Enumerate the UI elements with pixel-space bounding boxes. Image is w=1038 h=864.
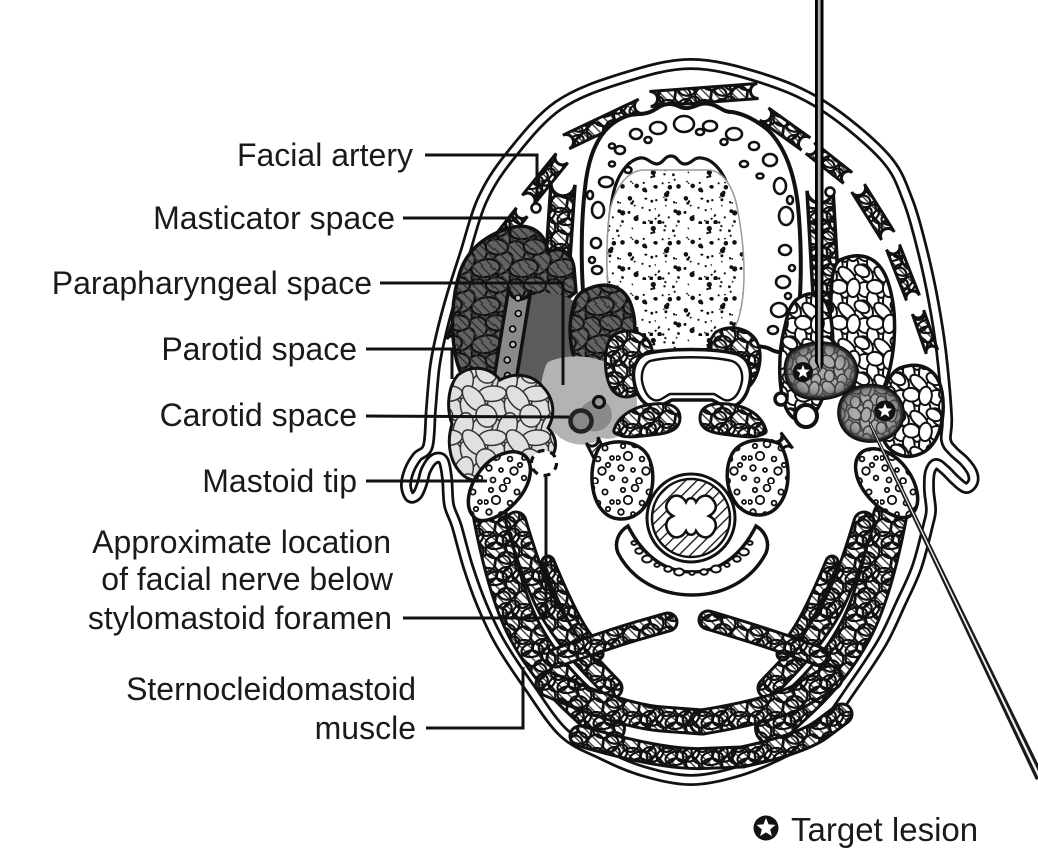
svg-text:stylomastoid foramen: stylomastoid foramen xyxy=(88,600,392,636)
svg-text:Carotid space: Carotid space xyxy=(160,397,357,433)
svg-text:Sternocleidomastoid: Sternocleidomastoid xyxy=(126,671,416,707)
svg-text:Approximate location: Approximate location xyxy=(92,524,391,560)
svg-text:of facial nerve below: of facial nerve below xyxy=(101,561,394,597)
svg-text:Mastoid tip: Mastoid tip xyxy=(202,463,357,499)
svg-text:Facial artery: Facial artery xyxy=(237,137,413,173)
svg-text:Parapharyngeal space: Parapharyngeal space xyxy=(52,265,372,301)
svg-text:Target lesion: Target lesion xyxy=(791,811,978,848)
svg-text:Parotid space: Parotid space xyxy=(161,331,357,367)
svg-text:muscle: muscle xyxy=(315,710,416,746)
svg-text:Masticator space: Masticator space xyxy=(153,200,395,236)
